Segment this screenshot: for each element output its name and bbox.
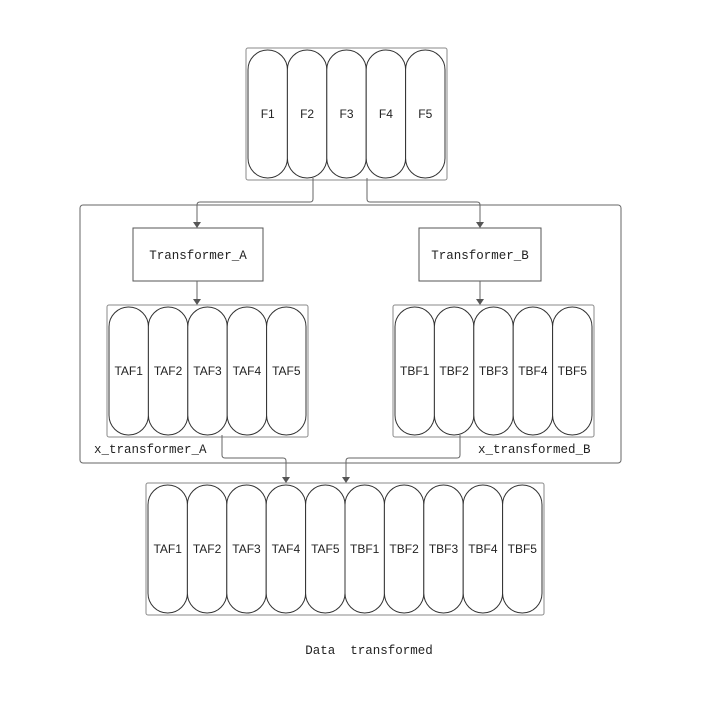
arrowhead-transformer-b — [476, 222, 484, 228]
feature-label: F2 — [300, 107, 314, 121]
feature-label: TAF3 — [232, 542, 261, 556]
group-out-frame — [145, 482, 545, 616]
feature-label: TBF3 — [429, 542, 459, 556]
feature-label: TBF4 — [518, 364, 548, 378]
feature-label: F1 — [261, 107, 275, 121]
group-input-frame — [245, 47, 448, 181]
transformer-b-label: Transformer_B — [431, 249, 529, 263]
feature-label: TBF1 — [400, 364, 430, 378]
feature-pill — [405, 49, 446, 179]
arrowhead-transformer-b-outputs — [476, 299, 484, 305]
transformer-a-output-group: TAF1 TAF2 TAF3 TAF4 TAF5 — [106, 304, 309, 438]
feature-label: TBF2 — [389, 542, 419, 556]
transformer-a-node — [132, 227, 264, 282]
feature-pill — [266, 306, 307, 436]
feature-label: TAF4 — [233, 364, 262, 378]
feature-label: TAF1 — [114, 364, 143, 378]
output-features-group: TAF1 TAF2 TAF3 TAF4 TAF5 TBF1 TBF2 TBF3 TBF4 TBF5 — [145, 482, 545, 616]
feature-label: TAF3 — [193, 364, 222, 378]
group-b-frame — [392, 304, 595, 438]
feature-label: TAF5 — [311, 542, 340, 556]
feature-label: TAF5 — [272, 364, 301, 378]
edge-input-to-transformer-b — [366, 178, 481, 222]
edge-b-outputs-to-data — [345, 435, 461, 477]
edge-input-to-transformer-a — [196, 178, 314, 222]
feature-label: TBF5 — [508, 542, 538, 556]
footer-label: Data transformed — [305, 644, 433, 658]
feature-label: TAF4 — [272, 542, 301, 556]
arrowhead-transformer-a-outputs — [193, 299, 201, 305]
transformer-b-node — [418, 227, 542, 282]
feature-pill — [502, 484, 543, 614]
feature-label: TBF1 — [350, 542, 380, 556]
feature-label: TBF3 — [479, 364, 509, 378]
feature-label: F4 — [379, 107, 393, 121]
transformer-a-label: Transformer_A — [149, 249, 247, 263]
feature-label: TAF2 — [154, 364, 183, 378]
feature-label: TBF2 — [439, 364, 469, 378]
arrowhead-transformer-a — [193, 222, 201, 228]
feature-label: TBF4 — [468, 542, 498, 556]
transformer-a-caption: x_transformer_A — [94, 443, 207, 457]
feature-label: F5 — [418, 107, 432, 121]
edge-a-outputs-to-data — [221, 435, 287, 477]
arrowhead-data-from-b — [342, 477, 350, 483]
feature-label: TAF2 — [193, 542, 222, 556]
transformer-b-caption: x_transformed_B — [478, 443, 591, 457]
feature-label: TAF1 — [153, 542, 182, 556]
input-features-group: F1 F2 F3 F4 F5 — [245, 47, 448, 181]
feature-label: TBF5 — [558, 364, 588, 378]
transformer-container — [79, 204, 622, 464]
feature-pill — [552, 306, 593, 436]
feature-label: F3 — [339, 107, 353, 121]
group-a-frame — [106, 304, 309, 438]
transformer-b-output-group: TBF1 TBF2 TBF3 TBF4 TBF5 — [392, 304, 595, 438]
arrowhead-data-from-a — [282, 477, 290, 483]
